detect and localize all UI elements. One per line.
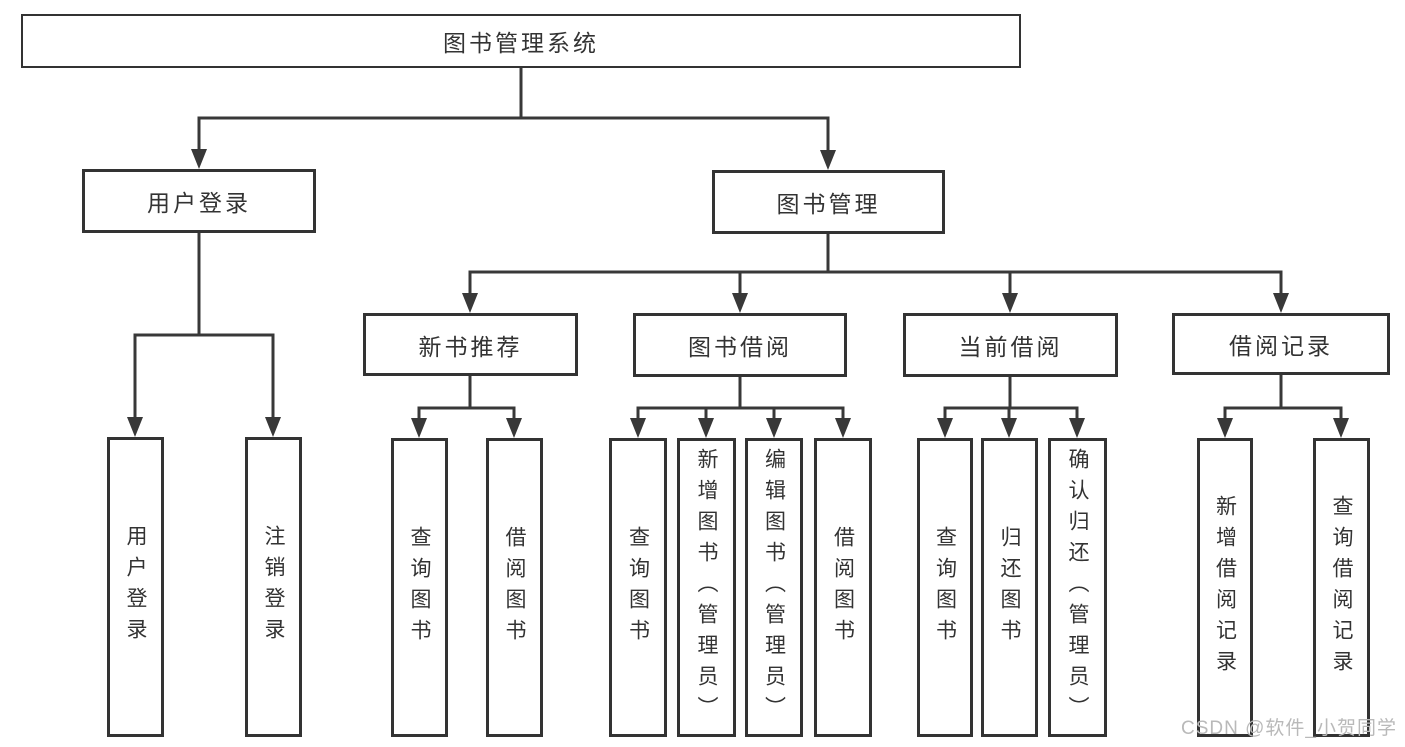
node-borrowing-records-label: 借阅记录 [1229, 333, 1333, 359]
leaf-query-borrow-record-label: 查询借阅记录 [1330, 494, 1353, 681]
node-current-borrowing-label: 当前借阅 [958, 334, 1063, 360]
leaf-query-books-recommend: 查询图书 [391, 438, 448, 737]
leaf-query-books-current-label: 查询图书 [933, 525, 957, 650]
leaf-query-books-borrowing-label: 查询图书 [626, 525, 650, 650]
leaf-borrow-books-recommend: 借阅图书 [486, 438, 543, 737]
leaf-return-books: 归还图书 [981, 438, 1038, 737]
leaf-user-login: 用户登录 [107, 437, 164, 737]
node-new-book-recommend-label: 新书推荐 [418, 333, 523, 360]
leaf-logout: 注销登录 [245, 437, 302, 737]
leaf-query-borrow-record: 查询借阅记录 [1313, 438, 1370, 737]
node-current-borrowing: 当前借阅 [903, 313, 1118, 377]
node-book-management-label: 图书管理 [776, 191, 881, 217]
leaf-edit-book-admin: 编辑图书（管理员） [745, 438, 803, 737]
leaf-add-book-admin-label: 新增图书（管理员） [695, 448, 718, 727]
leaf-borrow-books-borrowing-label: 借阅图书 [831, 525, 855, 650]
leaf-add-borrow-record: 新增借阅记录 [1197, 438, 1253, 737]
leaf-query-books-borrowing: 查询图书 [609, 438, 667, 737]
node-book-borrowing-label: 图书借阅 [688, 334, 792, 360]
watermark: CSDN @软件_小贺同学 [1181, 718, 1397, 739]
node-library-system: 图书管理系统 [21, 14, 1021, 68]
node-user-login: 用户登录 [82, 169, 316, 233]
leaf-add-book-admin: 新增图书（管理员） [677, 438, 736, 737]
node-borrowing-records: 借阅记录 [1172, 313, 1390, 375]
node-new-book-recommend: 新书推荐 [363, 313, 578, 376]
leaf-edit-book-admin-label: 编辑图书（管理员） [762, 448, 786, 727]
leaf-borrow-books-recommend-label: 借阅图书 [503, 525, 526, 650]
leaf-query-books-current: 查询图书 [917, 438, 973, 737]
node-user-login-label: 用户登录 [147, 190, 251, 216]
node-book-borrowing: 图书借阅 [633, 313, 847, 377]
leaf-query-books-recommend-label: 查询图书 [408, 525, 431, 650]
leaf-confirm-return-admin-label: 确认归还（管理员） [1066, 448, 1089, 727]
node-book-management: 图书管理 [712, 170, 945, 234]
node-library-system-label: 图书管理系统 [443, 30, 599, 56]
leaf-user-login-label: 用户登录 [124, 525, 147, 649]
leaf-confirm-return-admin: 确认归还（管理员） [1048, 438, 1107, 737]
leaf-logout-label: 注销登录 [262, 525, 285, 649]
leaf-add-borrow-record-label: 新增借阅记录 [1213, 494, 1237, 681]
leaf-return-books-label: 归还图书 [998, 525, 1021, 650]
leaf-borrow-books-borrowing: 借阅图书 [814, 438, 872, 737]
